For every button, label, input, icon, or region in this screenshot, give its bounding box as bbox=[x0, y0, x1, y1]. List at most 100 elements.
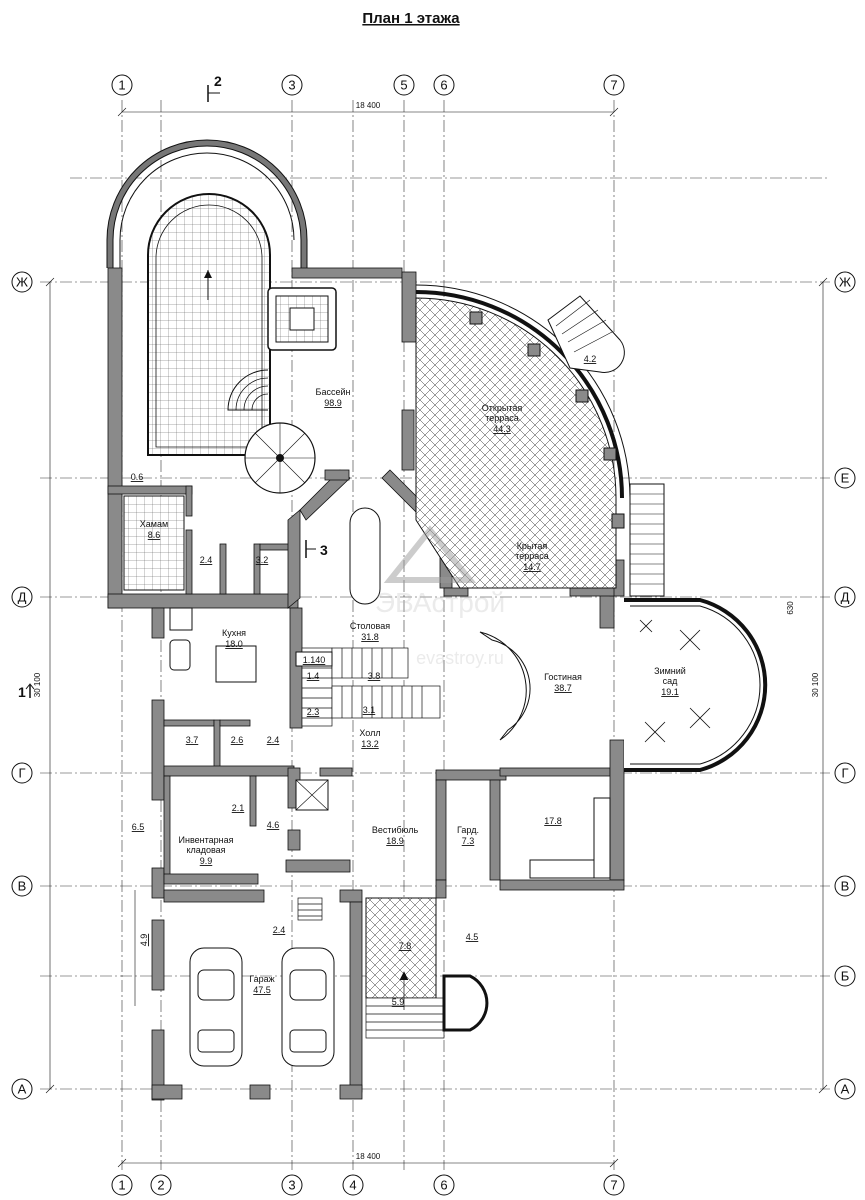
axis-label: Ж bbox=[16, 275, 28, 290]
room-area: 14.7 bbox=[523, 562, 541, 572]
terrace-stair-right bbox=[629, 483, 665, 597]
dimension-height-right: 30 100 bbox=[811, 672, 820, 697]
axis-label: Д bbox=[841, 590, 850, 605]
room-area: 13.2 bbox=[361, 739, 379, 749]
section-label: 1 bbox=[18, 684, 26, 700]
area-value: 3.8 bbox=[368, 671, 381, 681]
axis-label: 6 bbox=[440, 78, 447, 93]
section-mark-3: 3 bbox=[305, 540, 328, 558]
room-area: 18.9 bbox=[386, 836, 404, 846]
section-label: 3 bbox=[320, 542, 328, 558]
garage-cars bbox=[189, 947, 335, 1067]
axis-markers-bottom: 1 2 3 4 6 7 bbox=[111, 1174, 625, 1196]
area-value: 4.9 bbox=[139, 934, 149, 947]
section-label: 2 bbox=[214, 73, 222, 89]
axis-label: Г bbox=[18, 766, 25, 781]
area-value: 2.3 bbox=[307, 707, 320, 717]
axis-label: А bbox=[18, 1082, 27, 1097]
room-name: Кухня bbox=[222, 628, 246, 638]
axis-markers-sides: Ж Ж Е Д Д Г Г В В Б А А bbox=[11, 271, 856, 1100]
winter-garden bbox=[624, 598, 768, 772]
entry-stair bbox=[365, 971, 445, 1039]
room-name: Вестибюль bbox=[372, 825, 419, 835]
small-area-labels: 0.6 2.4 3.2 3.7 2.6 2.4 2.1 4.6 6.5 17.8… bbox=[131, 354, 597, 1007]
room-name: Крытая bbox=[517, 541, 548, 551]
axis-label: 6 bbox=[440, 1178, 447, 1193]
area-value: 7.8 bbox=[399, 941, 412, 951]
room-area: 9.9 bbox=[200, 856, 213, 866]
room-name: Гараж bbox=[249, 974, 274, 984]
room-name: терраса bbox=[485, 413, 519, 423]
room-area: 7.3 bbox=[462, 836, 475, 846]
area-value: 6.5 bbox=[132, 822, 145, 832]
room-name: Гард. bbox=[457, 825, 479, 835]
room-name: Столовая bbox=[350, 621, 390, 631]
dimension-width-bottom: 18 400 bbox=[356, 1152, 381, 1161]
area-value: 2.4 bbox=[267, 735, 280, 745]
pool-enclosure bbox=[106, 139, 337, 494]
axis-label: Г bbox=[841, 766, 848, 781]
area-value: 17.8 bbox=[544, 816, 562, 826]
room-area: 98.9 bbox=[324, 398, 342, 408]
axis-label: Е bbox=[841, 471, 850, 486]
dimension-height-left: 30 100 bbox=[33, 672, 42, 697]
room-area: 19.1 bbox=[661, 687, 679, 697]
axis-label: 3 bbox=[288, 1178, 295, 1193]
room-area: 18.0 bbox=[225, 639, 243, 649]
axis-label: Д bbox=[18, 590, 27, 605]
axis-label: 3 bbox=[288, 78, 295, 93]
section-mark-1: 1 bbox=[18, 683, 35, 700]
area-value: 2.1 bbox=[232, 803, 245, 813]
dimension-offset: 630 bbox=[786, 601, 795, 615]
axis-label: А bbox=[841, 1082, 850, 1097]
area-value: 1.140 bbox=[303, 655, 326, 665]
area-value: 2.4 bbox=[200, 555, 213, 565]
area-value: 1.4 bbox=[307, 671, 320, 681]
room-name: сад bbox=[663, 676, 679, 686]
open-terrace bbox=[415, 284, 631, 589]
room-name: Зимний bbox=[654, 666, 686, 676]
area-value: 2.6 bbox=[231, 735, 244, 745]
axis-markers-top: 1 3 5 6 7 bbox=[111, 74, 625, 96]
dimension-lines bbox=[45, 107, 828, 1168]
room-name: Хамам bbox=[140, 519, 168, 529]
area-value: 3.7 bbox=[186, 735, 199, 745]
area-value: 5.9 bbox=[392, 997, 405, 1007]
room-name: Бассейн bbox=[316, 387, 351, 397]
axis-label: 1 bbox=[118, 78, 125, 93]
axis-label: 7 bbox=[610, 78, 617, 93]
room-area: 44.3 bbox=[493, 424, 511, 434]
area-value: 2.4 bbox=[273, 925, 286, 935]
area-value: 4.2 bbox=[584, 354, 597, 364]
hamam-floor bbox=[123, 495, 185, 591]
room-area: 8.6 bbox=[148, 530, 161, 540]
hall-stair bbox=[297, 647, 441, 921]
dimension-width-top: 18 400 bbox=[356, 101, 381, 110]
section-mark-2: 2 bbox=[207, 73, 222, 102]
watermark-logo: ЭВАстрой evastroy.ru bbox=[375, 525, 505, 668]
furniture bbox=[169, 507, 611, 879]
room-area: 47.5 bbox=[253, 985, 271, 995]
entry-porch bbox=[365, 897, 437, 999]
room-area: 38.7 bbox=[554, 683, 572, 693]
area-value: 0.6 bbox=[131, 472, 144, 482]
area-value: 4.6 bbox=[267, 820, 280, 830]
area-value: 3.1 bbox=[363, 705, 376, 715]
area-value: 3.2 bbox=[256, 555, 269, 565]
watermark-brand: ЭВАстрой bbox=[375, 587, 505, 618]
axis-label: 5 bbox=[400, 78, 407, 93]
room-area: 31.8 bbox=[361, 632, 379, 642]
room-labels: Бассейн 98.9 Открытая терраса 44.3 Хамам… bbox=[140, 387, 686, 995]
axis-label: Ж bbox=[839, 275, 851, 290]
axis-label: 2 bbox=[157, 1178, 164, 1193]
axis-label: Б bbox=[841, 969, 850, 984]
room-name: кладовая bbox=[186, 845, 225, 855]
room-name: Открытая bbox=[482, 403, 523, 413]
plan-title: План 1 этажа bbox=[362, 10, 460, 27]
axis-label: В bbox=[841, 879, 850, 894]
axis-label: 4 bbox=[349, 1178, 356, 1193]
porch-planter bbox=[442, 974, 489, 1032]
room-name: терраса bbox=[515, 551, 549, 561]
level-mark-box bbox=[295, 651, 333, 667]
